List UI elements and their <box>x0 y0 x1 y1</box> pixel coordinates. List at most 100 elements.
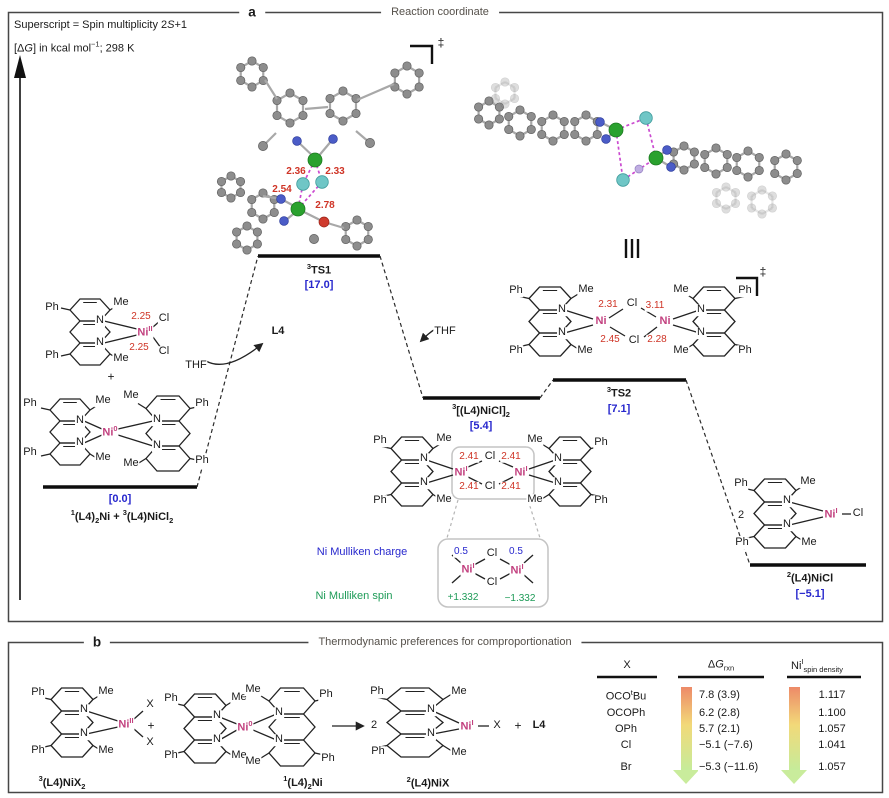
carbon-atom <box>252 227 262 237</box>
carbon-atom <box>232 239 242 249</box>
atom-x: X <box>492 719 502 732</box>
atom-me: Me <box>230 749 248 762</box>
chloride-atom <box>315 175 329 189</box>
carbon-atom <box>754 152 764 163</box>
carbon-atom <box>711 143 721 153</box>
carbon-atom <box>474 102 484 112</box>
dist-3-11: 3.11 <box>644 299 666 312</box>
dist-2-41: 2.41 <box>458 480 480 493</box>
atom-ph: Ph <box>593 494 609 507</box>
substituent-bond <box>442 693 452 701</box>
carbon-atom <box>500 99 510 109</box>
thf-label-2: THF <box>433 325 457 338</box>
inset-callout-line <box>446 499 459 539</box>
carbon-atom <box>216 187 227 198</box>
atom-me: Me <box>577 283 595 296</box>
atom-n: N <box>782 518 792 531</box>
n-ni-bond <box>83 420 103 430</box>
atom-ph: Ph <box>44 301 60 314</box>
n-ni-bond <box>528 474 556 484</box>
substituent-bond <box>260 695 270 702</box>
atom-cl: Cl <box>157 312 171 325</box>
carbon-atom <box>258 214 268 224</box>
carbon-atom <box>526 111 536 122</box>
carbon-atom <box>679 141 689 151</box>
atom-x: X <box>145 736 155 749</box>
int-energy: [5.4] <box>468 420 494 433</box>
cell-spin-0: 1.117 <box>817 689 847 702</box>
carbon-atom <box>767 191 777 201</box>
dist-2-28: 2.28 <box>646 333 668 346</box>
atom-me: Me <box>799 475 817 488</box>
carbon-atom <box>258 62 268 73</box>
ts2-ddagger: ‡ <box>759 264 767 279</box>
nitrogen-atom <box>601 134 611 144</box>
atom-ph: Ph <box>320 752 336 765</box>
atom-ph: Ph <box>733 477 749 490</box>
nickel-atom <box>608 122 624 138</box>
cell-dg-0: 7.8 (3.9) <box>698 689 741 702</box>
atom-n: N <box>79 703 89 716</box>
atom-cl: Cl <box>625 297 639 310</box>
atom-me: Me <box>435 432 453 445</box>
n-ni-bond <box>528 459 556 470</box>
carbon-atom <box>490 82 501 93</box>
cell-spin-2: 1.057 <box>817 723 847 736</box>
spin-value: +1.332 <box>446 591 480 604</box>
dist-2-41: 2.41 <box>458 450 480 463</box>
mulliken-inset-box <box>437 538 549 608</box>
panel-a-tag: a <box>239 4 265 20</box>
oxygen-atom <box>318 216 330 228</box>
ts2-bracket <box>736 276 759 296</box>
dist-2-33: 2.33 <box>325 165 345 177</box>
atom-me: Me <box>244 683 262 696</box>
atom-me: Me <box>94 451 112 464</box>
atom-ni: Ni <box>658 315 672 328</box>
carbon-atom <box>341 234 351 245</box>
atom-me: Me <box>122 457 140 470</box>
chloride-atom <box>296 177 310 191</box>
table-header-x: X <box>622 659 632 672</box>
carbon-atom <box>338 86 348 96</box>
nitrogen-atom <box>666 162 676 172</box>
dg-gradient-arrowhead <box>673 770 699 784</box>
substituent-bond <box>381 445 392 450</box>
carbon-atom <box>581 136 591 146</box>
dist-2-25: 2.25 <box>130 310 152 323</box>
ts1-ddagger: ‡ <box>437 35 445 50</box>
atom-cl: Cl <box>485 547 499 560</box>
forming-bond <box>615 129 624 181</box>
nitrogen-atom-faded <box>634 164 644 174</box>
bond <box>643 326 658 338</box>
cell-x-2: OPh <box>613 723 639 736</box>
atom-n: N <box>696 303 706 316</box>
atom-me: Me <box>112 352 130 365</box>
carbon-atom <box>700 149 710 160</box>
connector-reactants-ts1 <box>196 255 259 488</box>
carbon-atom <box>757 185 767 195</box>
atom-ph: Ph <box>734 536 750 549</box>
carbon-atom <box>494 114 504 124</box>
plus-sign: + <box>146 718 156 733</box>
connector-ts1-intermediate <box>379 255 424 399</box>
n-ni-bond <box>219 729 238 741</box>
carbon-atom <box>722 149 732 160</box>
methyl-atom <box>309 234 319 244</box>
carbon-atom <box>504 111 514 122</box>
carbon-atom <box>747 203 757 213</box>
bond <box>640 307 657 318</box>
carbon-atom <box>494 102 504 112</box>
atom-ph: Ph <box>194 397 210 410</box>
carbon-atom <box>325 93 335 104</box>
ts1-label: 3TS1 <box>305 261 333 278</box>
substituent-bond <box>377 696 388 701</box>
substituent-bond <box>60 307 71 311</box>
nickel-atom <box>307 152 323 168</box>
carbon-atom <box>711 169 721 179</box>
carbon-atom <box>509 82 520 93</box>
nitrogen-atom <box>276 194 286 204</box>
atom-me: Me <box>672 283 690 296</box>
atom-me: Me <box>97 685 115 698</box>
atom-n: N <box>75 436 85 449</box>
nitrogen-atom <box>328 134 338 144</box>
